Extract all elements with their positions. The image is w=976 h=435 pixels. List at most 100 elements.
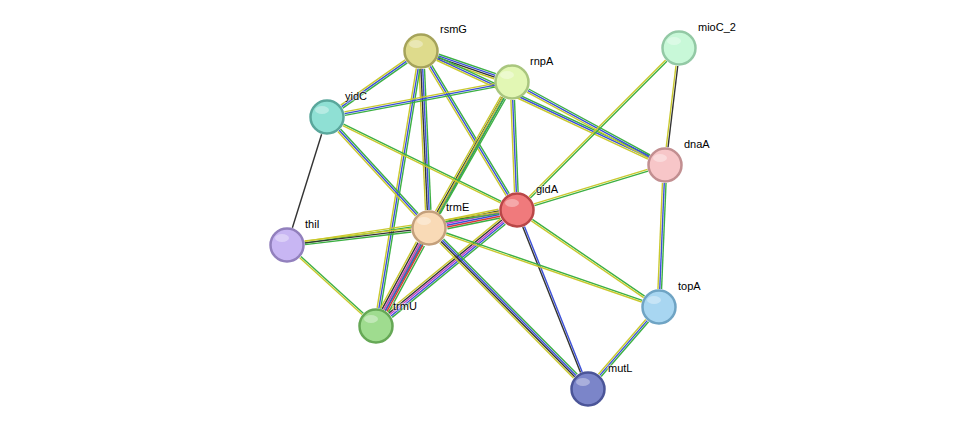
evidence-strand <box>442 240 576 375</box>
interaction-edge <box>305 212 500 243</box>
interaction-edge <box>437 54 496 79</box>
protein-node: trmE <box>411 210 447 246</box>
evidence-strand <box>342 61 407 106</box>
evidence-strand <box>534 169 648 204</box>
evidence-strand <box>292 134 321 228</box>
evidence-strand <box>529 60 666 197</box>
node-label: trmU <box>393 300 417 312</box>
node-fill <box>643 291 676 324</box>
interaction-edge <box>440 239 578 378</box>
interaction-edge <box>305 228 412 244</box>
node-circle <box>641 289 677 325</box>
evidence-strand <box>532 219 644 296</box>
interaction-edge <box>384 97 504 310</box>
interaction-edge <box>419 69 431 210</box>
evidence-strand <box>446 235 642 302</box>
evidence-strand <box>384 243 420 309</box>
evidence-strand <box>382 243 418 309</box>
protein-node: mutL <box>570 371 606 407</box>
interaction-edge <box>527 89 650 158</box>
evidence-strand <box>436 96 501 211</box>
evidence-strand <box>419 69 425 210</box>
node-fill <box>572 373 605 406</box>
node-circle <box>661 30 697 66</box>
evidence-strand <box>441 241 575 376</box>
evidence-strand <box>534 171 648 206</box>
evidence-strand <box>668 66 678 147</box>
interaction-edge <box>338 129 418 216</box>
protein-node: thiI <box>269 227 305 263</box>
protein-node: rnpA <box>494 64 530 100</box>
evidence-strand <box>345 87 495 115</box>
evidence-strand <box>305 228 411 241</box>
evidence-strand <box>305 212 499 242</box>
node-circle <box>411 210 447 246</box>
evidence-strand <box>300 258 362 315</box>
node-circle <box>499 192 535 228</box>
node-label: trmE <box>446 201 469 213</box>
interaction-edge <box>529 60 667 198</box>
node-label: dnaA <box>684 138 710 150</box>
evidence-strand <box>341 60 406 105</box>
node-label: thiI <box>305 218 320 230</box>
evidence-strand <box>666 66 676 147</box>
node-highlight <box>315 106 329 114</box>
interaction-edge <box>344 84 494 116</box>
node-label: gidA <box>536 183 558 195</box>
evidence-strand <box>446 233 642 300</box>
evidence-strand <box>440 243 574 378</box>
evidence-strand <box>381 242 417 308</box>
evidence-strand <box>598 319 645 374</box>
interaction-edge <box>341 60 408 108</box>
interaction-edge <box>292 134 321 228</box>
evidence-strand <box>343 126 501 203</box>
node-circle <box>570 371 606 407</box>
node-highlight <box>364 315 378 323</box>
node-label: mutL <box>608 362 632 374</box>
evidence-strand <box>601 322 648 377</box>
node-highlight <box>417 217 431 225</box>
evidence-strand <box>389 246 425 312</box>
interaction-edge <box>598 319 648 376</box>
evidence-strand <box>511 100 515 192</box>
node-label: yidC <box>345 90 367 102</box>
node-circle <box>269 227 305 263</box>
protein-node: trmU <box>358 308 394 344</box>
node-label: rnpA <box>530 55 553 67</box>
evidence-strand <box>344 84 494 112</box>
node-circle <box>403 33 439 69</box>
interaction-edge <box>381 242 425 313</box>
node-fill <box>311 101 344 134</box>
evidence-strand <box>529 89 650 155</box>
protein-node: dnaA <box>647 147 683 183</box>
node-fill <box>360 310 393 343</box>
node-highlight <box>647 296 661 304</box>
evidence-strand <box>528 91 649 157</box>
evidence-strand <box>305 214 499 244</box>
evidence-strand <box>305 232 411 245</box>
protein-node: rsmG <box>403 33 439 69</box>
evidence-strand <box>429 67 506 195</box>
evidence-strand <box>305 230 411 243</box>
node-fill <box>413 212 446 245</box>
protein-node: topA <box>641 289 677 325</box>
node-label: mioC_2 <box>698 21 736 33</box>
evidence-strand <box>444 239 578 374</box>
node-fill <box>663 32 696 65</box>
protein-node: gidA <box>499 192 535 228</box>
evidence-strand <box>440 99 505 214</box>
node-highlight <box>275 234 289 242</box>
interaction-edge <box>446 233 643 302</box>
interaction-edge <box>511 100 518 192</box>
evidence-strand <box>387 245 423 311</box>
node-highlight <box>505 199 519 207</box>
evidence-strand <box>345 85 495 113</box>
node-highlight <box>667 37 681 45</box>
evidence-strand <box>527 92 648 158</box>
evidence-strand <box>301 256 363 313</box>
protein-node: yidC <box>309 99 345 135</box>
interaction-edge <box>534 169 648 205</box>
node-circle <box>647 147 683 183</box>
